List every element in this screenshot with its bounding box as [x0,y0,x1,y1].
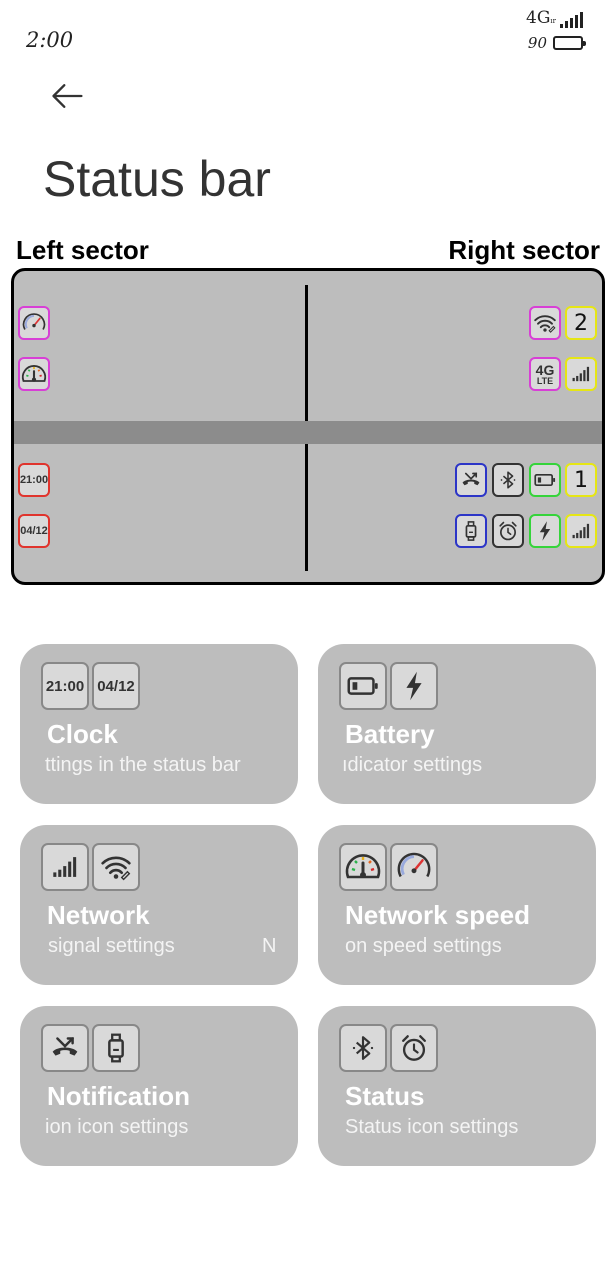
speed-icon-box [390,843,438,891]
preview-lte-text: LTE [536,375,554,386]
card-title: Network [47,900,150,930]
preview-number-2[interactable]: 2 [565,306,597,340]
alarm-icon-box [390,1024,438,1072]
gauge-icon-box [339,843,387,891]
speedometer-icon [21,310,47,336]
card-subtitle: ıdicator settings [342,754,483,776]
signal-icon [560,12,583,28]
preview-number-1[interactable]: 1 [565,463,597,497]
card-subtitle: ttings in the status bar [45,754,241,776]
signal-icon-box [41,843,89,891]
preview-clock-text: 21:00 [19,474,49,486]
battery-icon [532,467,558,493]
missed-call-icon [46,1029,84,1067]
clock-date-text: 04/12 [97,677,135,695]
preview-number-2-text: 2 [574,310,588,336]
preview-charging-icon[interactable] [529,514,561,548]
preview-4g-text: 4G [535,361,555,378]
battery-icon [344,667,382,705]
back-button[interactable] [46,76,88,116]
system-time: 2:00 [26,28,74,52]
preview-center-line-bottom [305,444,308,571]
missed-call-icon-box [41,1024,89,1072]
system-battery: 90 [527,34,586,52]
preview-speed-icon[interactable] [18,306,50,340]
preview-watch-icon[interactable] [455,514,487,548]
preview-clock-icon[interactable]: 21:00 [18,463,50,497]
preview-gauge-icon[interactable] [18,357,50,391]
gauge-icon [343,847,383,887]
missed-call-icon [458,467,484,493]
card-title: Notification [47,1081,190,1111]
charging-icon-box [390,662,438,710]
signal-icon [47,849,83,885]
preview-bluetooth-icon[interactable] [492,463,524,497]
preview-battery-icon[interactable] [529,463,561,497]
system-indicators: 4G ır 90 [463,6,586,56]
wifi-icon-box [92,843,140,891]
preview-center-line-top [305,285,308,421]
bluetooth-icon [345,1030,381,1066]
preview-4g-icon[interactable]: 4G LTE [529,357,561,391]
charging-bolt-icon [395,667,433,705]
signal-icon [568,518,594,544]
preview-missed-call-icon[interactable] [455,463,487,497]
card-subtitle: on speed settings [345,935,502,957]
clock-time-text: 21:00 [45,677,85,695]
card-title: Clock [47,719,118,749]
watch-icon [458,518,484,544]
wifi-icon [97,848,135,886]
card-subtitle: ion icon settings [45,1116,189,1138]
battery-icon-box [339,662,387,710]
preview-date-icon[interactable]: 04/12 [18,514,50,548]
wifi-icon [531,309,559,337]
battery-level: 90 [527,34,547,52]
card-title: Battery [345,719,435,749]
preview-date-text: 04/12 [20,525,48,537]
alarm-icon [396,1030,432,1066]
battery-settings-card[interactable]: Battery ıdicator settings [318,644,596,804]
status-settings-card[interactable]: Status Status icon settings [318,1006,596,1166]
speedometer-icon [395,848,433,886]
clock-settings-card[interactable]: 21:00 04/12 Clock ttings in the status b… [20,644,298,804]
page-title: Status bar [43,151,271,207]
card-title: Network speed [345,900,530,930]
card-subtitle: Status icon settings [345,1116,519,1138]
network-speed-settings-card[interactable]: Network speed on speed settings [318,825,596,985]
back-arrow-icon [49,78,85,114]
watch-icon [97,1029,135,1067]
left-sector-label: Left sector [16,235,149,265]
card-title: Status [345,1081,425,1111]
battery-icon [553,36,586,50]
right-sector-label: Right sector [448,235,600,265]
signal-icon [568,361,594,387]
gauge-icon [20,360,48,388]
preview-number-1-text: 1 [574,467,588,493]
card-subtitle: signal settings [48,935,175,957]
system-network: 4G ır [526,8,583,28]
charging-bolt-icon [532,518,558,544]
watch-icon-box [92,1024,140,1072]
notification-settings-card[interactable]: Notification ion icon settings [20,1006,298,1166]
preview-signal-icon-2[interactable] [565,514,597,548]
alarm-icon [495,518,521,544]
clock-date-icon: 04/12 [92,662,140,710]
network-sub: ır [550,17,556,25]
preview-wifi-icon[interactable] [529,306,561,340]
preview-divider [14,421,602,444]
preview-alarm-icon[interactable] [492,514,524,548]
bluetooth-icon [495,467,521,493]
status-bar-preview: 21:00 04/12 2 4G LTE 1 [11,268,605,585]
card-subtitle-overflow: N [262,935,277,957]
preview-signal-icon[interactable] [565,357,597,391]
network-type: 4G [526,8,551,28]
network-settings-card[interactable]: Network signal settings N [20,825,298,985]
bluetooth-icon-box [339,1024,387,1072]
clock-time-icon: 21:00 [41,662,89,710]
